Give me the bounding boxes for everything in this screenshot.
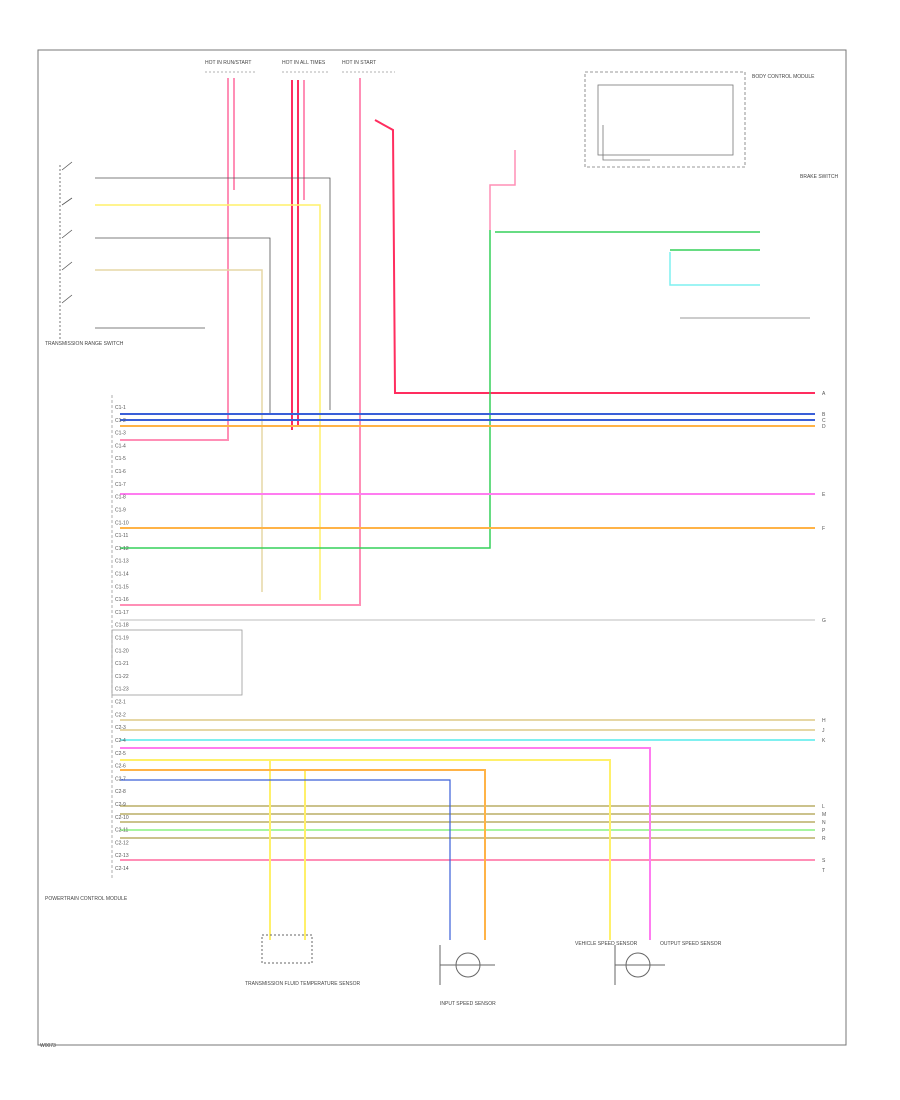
pcm-pin-label: C2-4 xyxy=(115,738,126,744)
pcm-pin-label: C2-9 xyxy=(115,802,126,808)
pcm-pin-label: C1-3 xyxy=(115,431,126,437)
pcm-label: POWERTRAIN CONTROL MODULE xyxy=(45,896,128,902)
pcm-pin-label: C1-2 xyxy=(115,418,126,424)
connector-code: R xyxy=(822,836,826,842)
pcm-pin-label: C1-7 xyxy=(115,482,126,488)
connector-code: G xyxy=(822,618,826,624)
connector-code: M xyxy=(822,812,826,818)
pcm-pin-label: C1-1 xyxy=(115,405,126,411)
pcm-pin-label: C2-10 xyxy=(115,815,129,821)
pcm-pin-label: C2-1 xyxy=(115,700,126,706)
pcm-pin-label: C2-13 xyxy=(115,853,129,859)
output-speed-label: OUTPUT SPEED SENSOR xyxy=(660,941,722,947)
bcm-block xyxy=(584,71,746,168)
footer-code: W0073 xyxy=(40,1043,56,1049)
connector-code: S xyxy=(822,858,826,864)
input-speed-label: INPUT SPEED SENSOR xyxy=(440,1001,496,1007)
pcm-pin-labels: C1-1C1-2C1-3C1-4C1-5C1-6C1-7C1-8C1-9C1-1… xyxy=(115,405,129,872)
connector-code: P xyxy=(822,828,826,834)
pcm-pin-label: C1-18 xyxy=(115,623,129,629)
pcm-pin-label: C2-7 xyxy=(115,776,126,782)
pcm-pin-label: C2-12 xyxy=(115,840,129,846)
switch-label: TRANSMISSION RANGE SWITCH xyxy=(45,341,124,347)
pcm-box xyxy=(111,395,243,880)
pcm-pin-label: C1-12 xyxy=(115,546,129,552)
connector-code: D xyxy=(822,424,826,430)
pcm-pin-label: C2-11 xyxy=(115,828,128,834)
connector-code: E xyxy=(822,492,826,498)
sensor-1 xyxy=(261,934,313,964)
pcm-pin-label: C1-23 xyxy=(115,687,129,693)
sensor-3 xyxy=(614,945,665,985)
sensor-2 xyxy=(439,945,495,985)
brake-label: BRAKE SWITCH xyxy=(800,174,838,180)
pcm-pin-label: C1-15 xyxy=(115,584,129,590)
pcm-pin-label: C2-8 xyxy=(115,789,126,795)
pcm-pin-label: C1-4 xyxy=(115,443,126,449)
pcm-pin-label: C2-5 xyxy=(115,751,126,757)
pcm-pin-label: C2-3 xyxy=(115,725,126,731)
pcm-pin-label: C1-14 xyxy=(115,571,129,577)
connector-code: F xyxy=(822,526,825,532)
pcm-pin-label: C1-17 xyxy=(115,610,129,616)
pcm-pin-label: C1-8 xyxy=(115,495,126,501)
connector-code: L xyxy=(822,804,825,810)
pcm-pin-label: C1-11 xyxy=(115,533,128,539)
connector-code: K xyxy=(822,738,826,744)
connector-code: T xyxy=(822,868,825,874)
bcm-label: BODY CONTROL MODULE xyxy=(752,74,815,80)
pcm-pin-label: C2-14 xyxy=(115,866,129,872)
connector-code: N xyxy=(822,820,826,826)
sensor-wires xyxy=(120,747,651,940)
brake-area-wires xyxy=(120,150,810,549)
pcm-pin-label: C1-21 xyxy=(115,661,129,667)
pcm-pin-label: C1-13 xyxy=(115,559,129,565)
fuse-label-1: HOT IN RUN/START xyxy=(205,60,251,66)
pcm-pin-label: C1-22 xyxy=(115,674,129,680)
connector-code: H xyxy=(822,718,826,724)
vehicle-speed-label: VEHICLE SPEED SENSOR xyxy=(575,941,638,947)
pcm-pin-label: C1-9 xyxy=(115,507,126,513)
connector-code: A xyxy=(822,391,826,397)
pcm-pin-label: C1-6 xyxy=(115,469,126,475)
diagram-frame xyxy=(37,49,847,1046)
pcm-pin-label: C2-2 xyxy=(115,712,126,718)
pcm-pin-label: C1-5 xyxy=(115,456,126,462)
connector-code: J xyxy=(822,728,825,734)
fuse-label-2: HOT IN ALL TIMES xyxy=(282,60,326,66)
pcm-pin-label: C1-10 xyxy=(115,520,129,526)
pcm-pin-label: C1-19 xyxy=(115,636,129,642)
harness-lines xyxy=(120,413,815,861)
pcm-pin-label: C1-20 xyxy=(115,648,129,654)
pcm-pin-label: C1-16 xyxy=(115,597,129,603)
fuse-wires xyxy=(120,78,815,606)
connector-code: C xyxy=(822,418,826,424)
trans-fluid-temp-label: TRANSMISSION FLUID TEMPERATURE SENSOR xyxy=(245,981,360,987)
transmission-range-switch xyxy=(59,161,331,600)
pcm-pin-label: C2-6 xyxy=(115,764,126,770)
fuse-label-3: HOT IN START xyxy=(342,60,376,66)
connector-code: B xyxy=(822,412,826,418)
